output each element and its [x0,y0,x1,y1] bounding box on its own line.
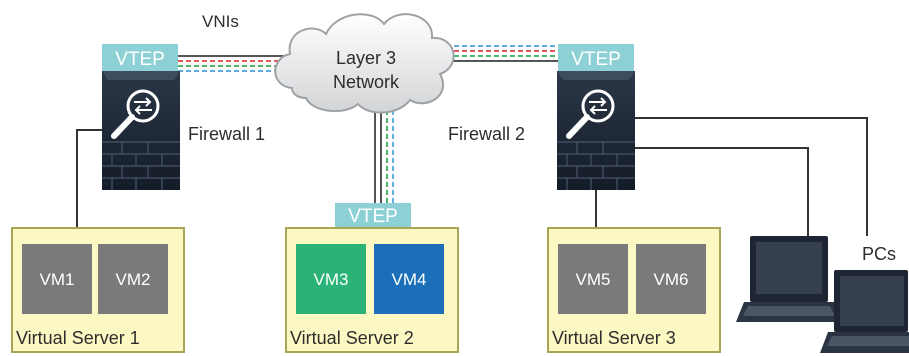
vtep-left-label: VTEP [115,49,165,70]
virtual-server-1: VM1 VM2 Virtual Server 1 [11,227,185,353]
vm1-label: VM1 [40,270,75,289]
vni-lines-right [438,45,558,62]
firewall-1-label: Firewall 1 [188,124,265,144]
vtep-right: VTEP [558,44,634,71]
pcs-label: PCs [862,244,896,264]
firewall-2 [557,71,635,190]
firewall-2-label: Firewall 2 [448,124,525,144]
vtep-left: VTEP [102,44,178,71]
vm4-label: VM4 [392,270,427,289]
vtep-center-label: VTEP [348,206,398,227]
cloud-label-line2: Network [333,72,400,92]
magnifier-icon [566,89,615,139]
laptop-icon [820,270,909,353]
vm6-label: VM6 [654,270,689,289]
vm2-box [98,244,168,314]
vtep-center: VTEP [335,203,411,227]
layer3-cloud: Layer 3 Network [274,13,455,114]
vm6-box [636,244,706,314]
magnifier-icon [111,89,160,139]
vni-lines-left [178,55,300,72]
vm2-label: VM2 [116,270,151,289]
cloud-label-line1: Layer 3 [336,48,396,68]
vm1-box [22,244,92,314]
server-1-label: Virtual Server 1 [16,328,140,348]
virtual-server-2: VM3 VM4 Virtual Server 2 [285,227,459,353]
server-3-label: Virtual Server 3 [552,328,676,348]
laptop-icon [736,236,842,322]
vm3-box [296,244,366,314]
firewall-1 [102,71,180,190]
vm4-box [374,244,444,314]
vnis-label: VNIs [202,12,239,31]
vm5-label: VM5 [576,270,611,289]
connections [76,45,868,245]
vm5-box [558,244,628,314]
virtual-server-3: VM5 VM6 Virtual Server 3 [547,227,721,353]
vni-lines-center [374,110,394,203]
server-2-label: Virtual Server 2 [290,328,414,348]
vm3-label: VM3 [314,270,349,289]
vtep-right-label: VTEP [571,49,621,70]
